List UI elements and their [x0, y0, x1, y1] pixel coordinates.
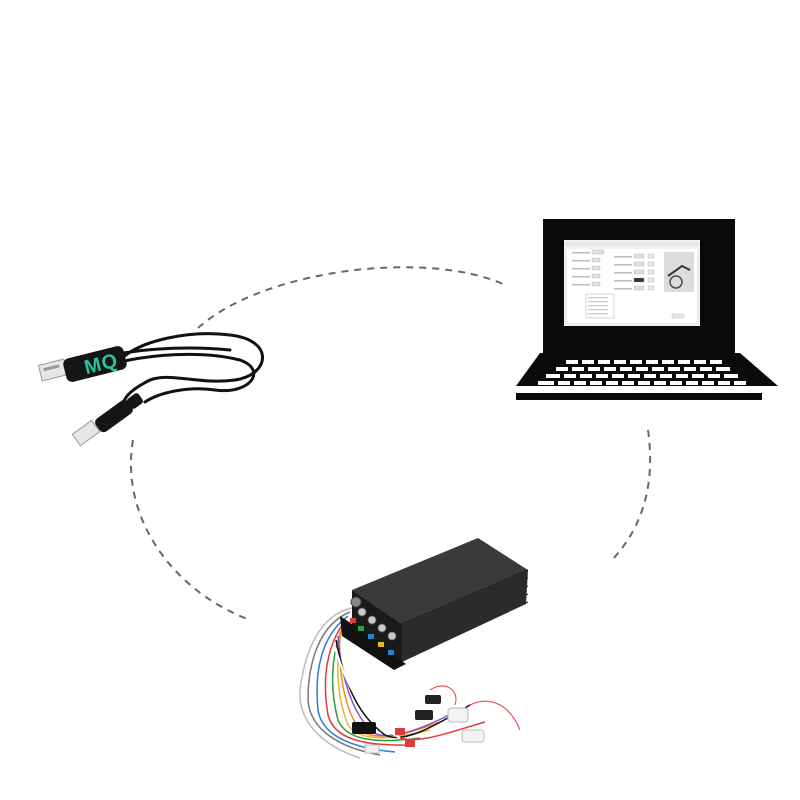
usb-plug-1: MQ: [37, 346, 127, 382]
motorcycle-thumbnail: [664, 252, 694, 292]
usb-plug-2: [71, 393, 143, 447]
laptop-base: [516, 389, 778, 393]
arc-left: [130, 439, 251, 621]
dashed-connection-arcs: [130, 266, 652, 621]
controller-end-cap: [352, 590, 402, 662]
arc-top: [197, 266, 506, 329]
software-window: [565, 241, 699, 325]
wire-connectors: [352, 695, 485, 754]
controller-side-face: [402, 570, 528, 662]
controller-mounting-flange: [340, 616, 406, 670]
arc-right: [611, 429, 652, 561]
controller-terminals: [350, 607, 397, 655]
motor-controller: [299, 538, 529, 759]
cable-loops: [98, 332, 264, 410]
usb-cable: MQ: [37, 332, 264, 447]
laptop-keys: [538, 360, 746, 385]
laptop-hinge: [543, 347, 735, 353]
laptop: [516, 219, 778, 400]
controller-wires: [299, 607, 521, 759]
cable-gland: [350, 596, 362, 608]
controller-top-face: [352, 538, 528, 624]
